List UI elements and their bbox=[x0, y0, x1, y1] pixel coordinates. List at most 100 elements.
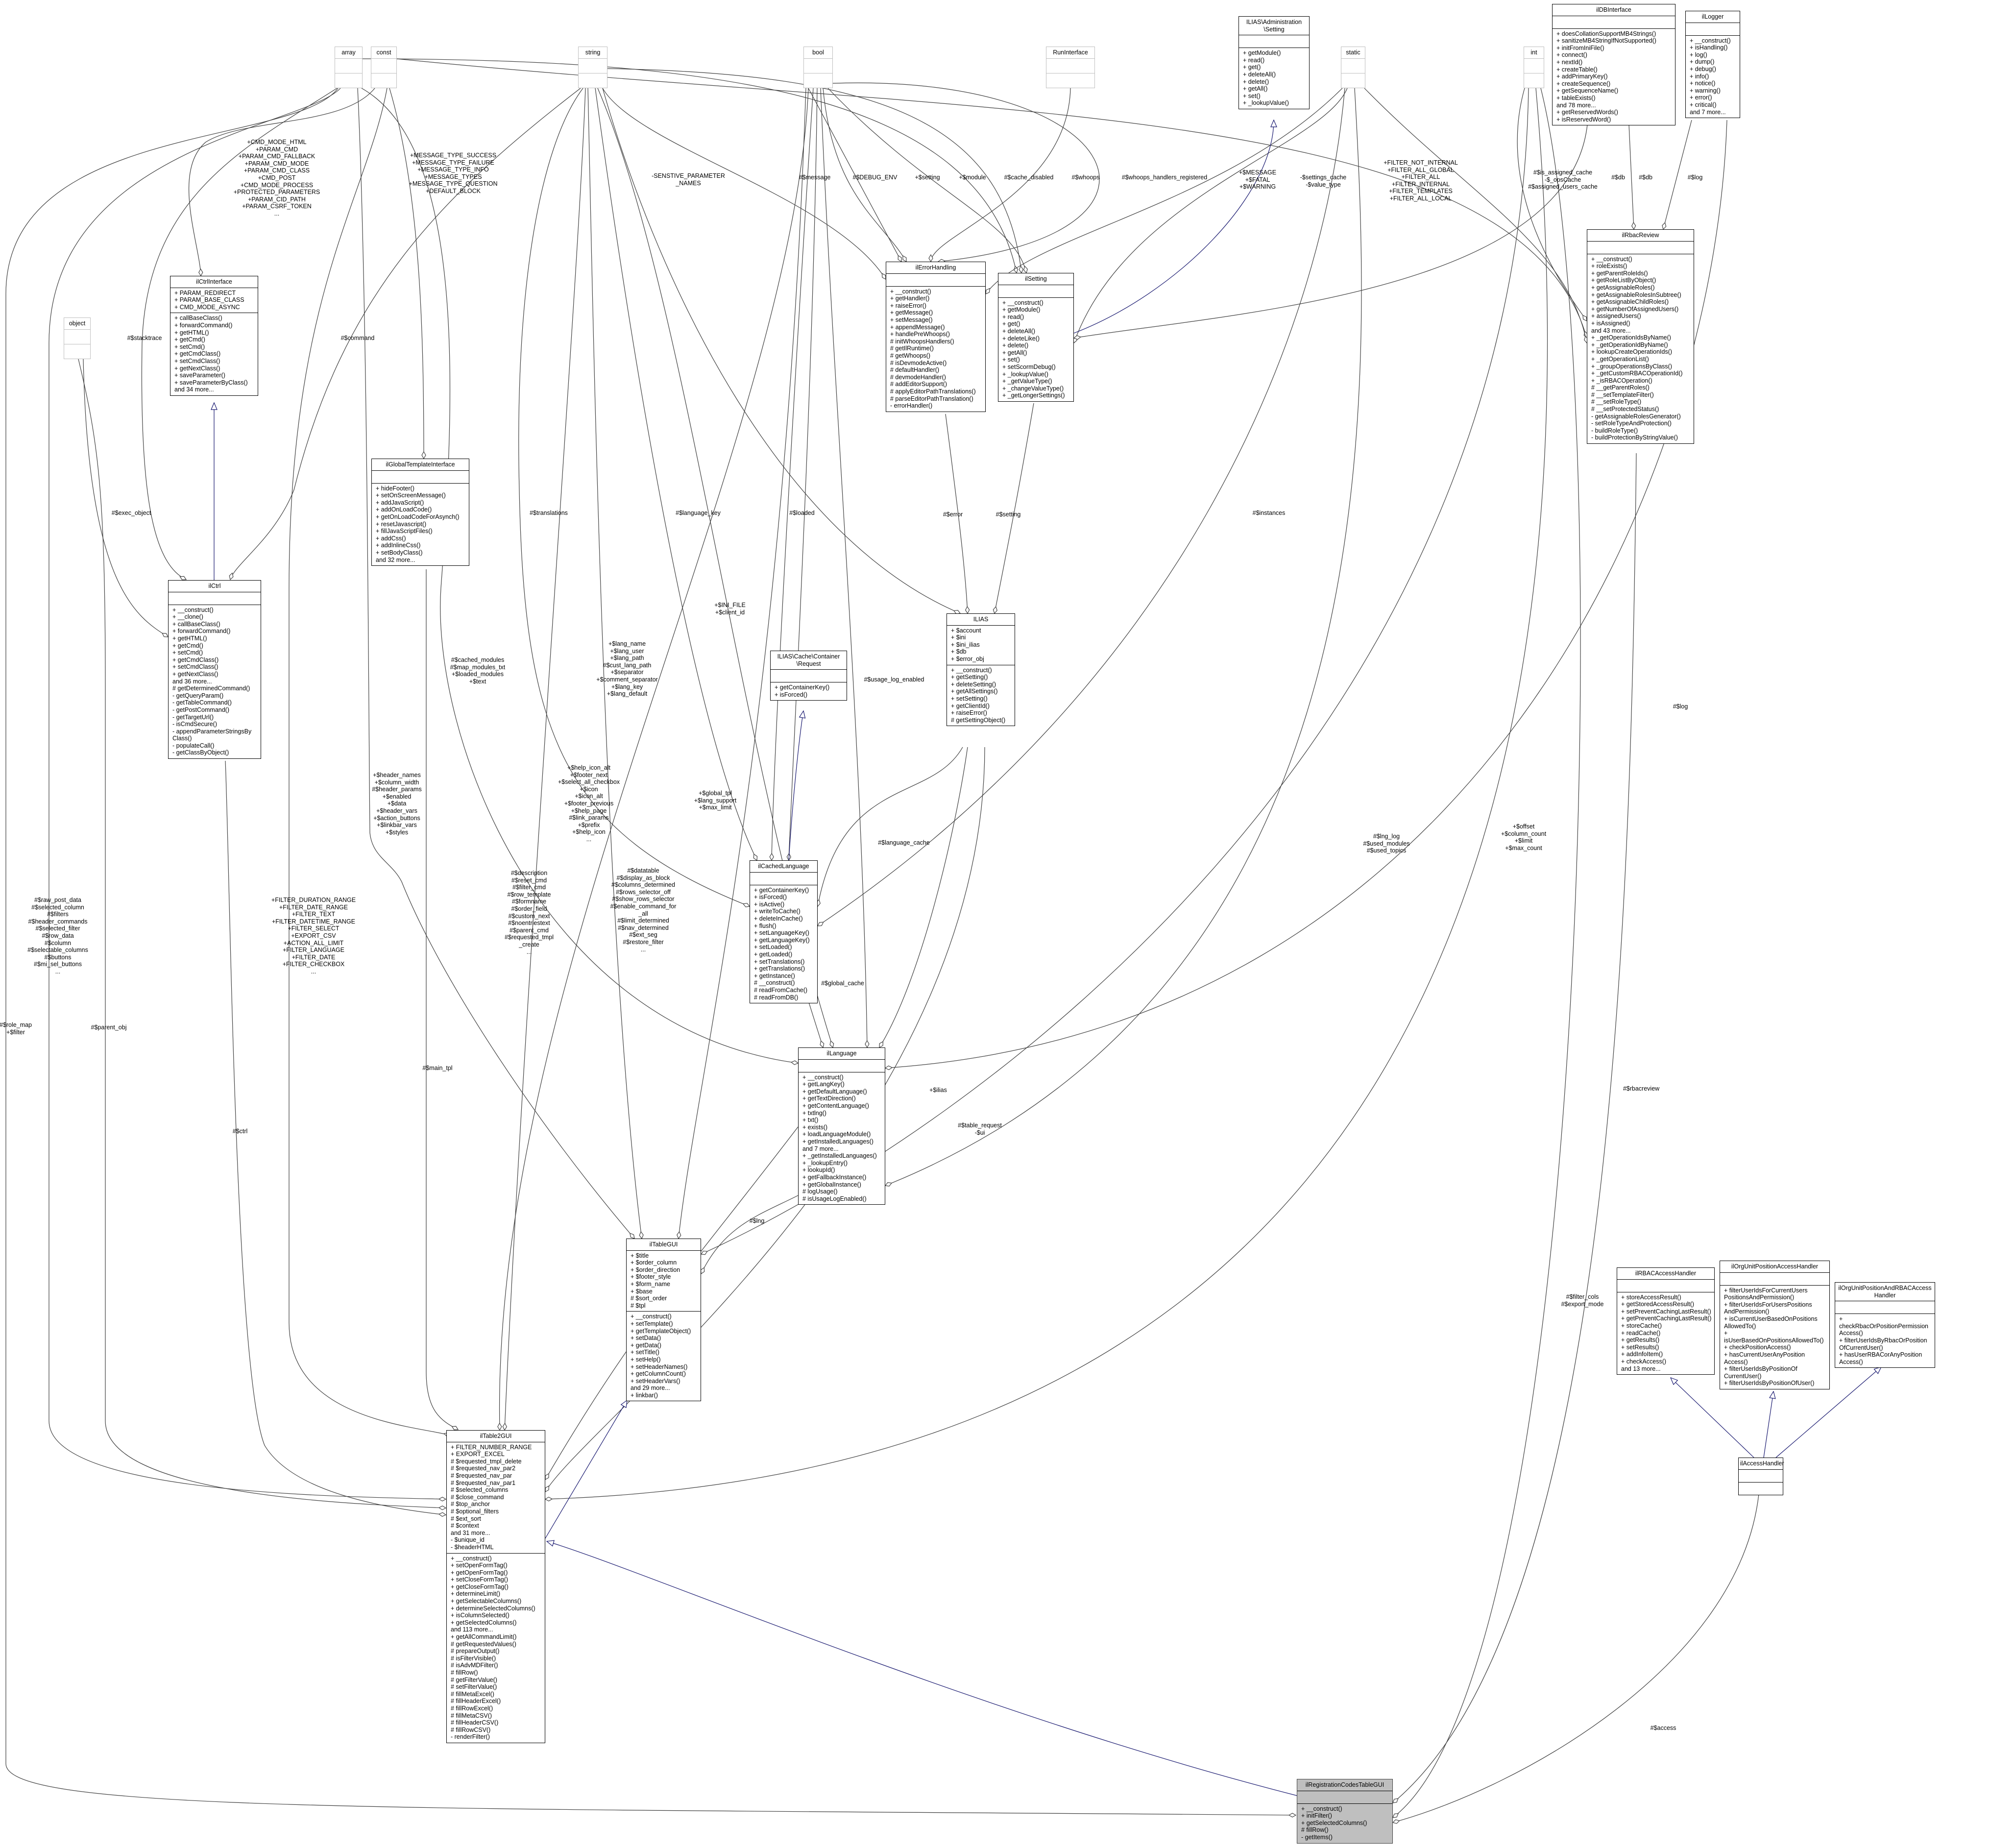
edge-label-line: +ACTION_ALL_LIMIT bbox=[283, 939, 344, 947]
methods-section: + getContainerKey()+ isForced() bbox=[771, 682, 847, 700]
edge-label-line: #$global_cache bbox=[821, 980, 864, 987]
method: + get() bbox=[1002, 320, 1020, 328]
edge-ilrbacreview-to-registrationcodes bbox=[1393, 453, 1637, 1803]
method: + loadLanguageModule() bbox=[802, 1131, 871, 1138]
attributes-section bbox=[1720, 1273, 1829, 1286]
edge-label-line: +FILTER_NOT_INTERNAL bbox=[1384, 159, 1458, 166]
class-name: ilRBACAccessHandler bbox=[1617, 1268, 1714, 1280]
edge-label: #$lng_log#$used_modules#$used_topics bbox=[1363, 833, 1409, 854]
class-box-ilctrl[interactable]: ilCtrl+ __construct()+ __clone()+ callBa… bbox=[168, 580, 261, 759]
edge-int-to-table2gui bbox=[545, 88, 1548, 1499]
methods-section bbox=[804, 73, 832, 88]
method: and 29 more... bbox=[631, 1385, 670, 1392]
edge-label: #$log bbox=[1673, 703, 1688, 710]
attributes-section bbox=[1587, 242, 1694, 254]
method: + setLanguageKey() bbox=[754, 929, 809, 937]
method: + isForced() bbox=[775, 691, 808, 698]
class-box-ildbinterface[interactable]: ilDBInterface+ doesCollationSupportMB4St… bbox=[1552, 4, 1675, 126]
method: + _lookupValue() bbox=[1002, 370, 1048, 378]
class-box-int[interactable]: int bbox=[1524, 47, 1544, 88]
class-box-bool[interactable]: bool bbox=[803, 47, 833, 88]
edge-string-to-ilctrl bbox=[230, 88, 581, 580]
method: # fillMetaCSV() bbox=[451, 1712, 492, 1719]
method: + setCmd() bbox=[174, 343, 205, 350]
method: - buildRoleType() bbox=[1591, 427, 1638, 434]
edge-label-line: +$help_icon_alt bbox=[567, 764, 610, 771]
attributes-section: + $account+ $ini+ $ini_ilias+ $db+ $erro… bbox=[947, 626, 1015, 665]
edge-label-line: #$instances bbox=[1252, 510, 1286, 516]
method: + isUserBasedOnPositionsAllowedTo() bbox=[1724, 1330, 1824, 1344]
method: + setOnScreenMessage() bbox=[376, 492, 446, 499]
attributes-section bbox=[750, 873, 817, 885]
method: # setFilterValue() bbox=[451, 1683, 497, 1691]
attributes-section bbox=[371, 59, 396, 73]
method: + dump() bbox=[1690, 58, 1715, 66]
class-box-static[interactable]: static bbox=[1341, 47, 1365, 88]
edge-label-line: ... bbox=[640, 946, 646, 953]
method: + getNumberOfAssignedUsers() bbox=[1591, 305, 1679, 313]
edge-label-line: ... bbox=[274, 210, 280, 217]
edge-label-line: #$selected_filter bbox=[35, 925, 80, 932]
attribute: + $order_direction bbox=[631, 1266, 680, 1273]
class-box-ilsetting[interactable]: ilSetting+ __construct()+ getModule()+ r… bbox=[998, 273, 1074, 402]
attribute: + $account bbox=[951, 627, 981, 634]
class-box-ilregistrationcodestablegui[interactable]: ilRegistrationCodesTableGUI+ __construct… bbox=[1297, 1779, 1393, 1844]
method: + connect() bbox=[1556, 51, 1587, 59]
method: # getSettingObject() bbox=[951, 716, 1006, 724]
class-box-ilorgunitpositionandrbacaccess-handler[interactable]: ilOrgUnitPositionAndRBACAccess Handler+ … bbox=[1835, 1282, 1935, 1368]
class-box-ilias[interactable]: ILIAS+ $account+ $ini+ $ini_ilias+ $db+ … bbox=[947, 613, 1015, 727]
edge-label-line: +$lang_path bbox=[610, 655, 644, 662]
class-box-runinterface[interactable]: RunInterface bbox=[1046, 47, 1095, 88]
edge-static-to-ilsetting bbox=[1074, 88, 1348, 343]
edge-label-line: #$raw_post_data bbox=[34, 897, 81, 903]
class-box-object[interactable]: object bbox=[64, 317, 91, 359]
method: # __construct() bbox=[754, 979, 795, 987]
class-box-ilias-cache-container-request[interactable]: ILIAS\Cache\Container \Request+ getConta… bbox=[770, 651, 847, 701]
edge-label-line: #$parent_obj bbox=[91, 1024, 127, 1031]
edge-label-line: +$lang_user bbox=[610, 647, 644, 655]
method: - getTableCommand() bbox=[172, 699, 232, 706]
class-box-ilglobaltemplateinterface[interactable]: ilGlobalTemplateInterface+ hideFooter()+… bbox=[371, 459, 469, 566]
class-box-iltablegui[interactable]: ilTableGUI+ $title+ $order_column+ $orde… bbox=[626, 1239, 701, 1402]
edge-label-line: #$mi_sel_buttons bbox=[34, 961, 82, 968]
edge-label-line: +$styles bbox=[385, 828, 409, 836]
class-box-const[interactable]: const bbox=[371, 47, 397, 88]
edge-label-line: #$stacktrace bbox=[127, 335, 162, 341]
class-box-illanguage[interactable]: ilLanguage+ __construct()+ getLangKey()+… bbox=[798, 1047, 885, 1205]
edge-label-line: #$db bbox=[1639, 174, 1652, 181]
edge-label: +$setting bbox=[915, 174, 940, 181]
method: + _getLongerSettings() bbox=[1002, 392, 1065, 399]
class-box-ilias-administration-setting[interactable]: ILIAS\Administration \Setting+ getModule… bbox=[1238, 16, 1310, 109]
edge-label-line: +$icon_alt bbox=[575, 793, 603, 800]
class-box-ilcachedlanguage[interactable]: ilCachedLanguage+ getContainerKey()+ isF… bbox=[750, 860, 818, 1004]
class-box-ilerrorhandling[interactable]: ilErrorHandling+ __construct()+ getHandl… bbox=[886, 262, 986, 412]
method: + __construct() bbox=[1690, 37, 1731, 44]
edge-string-to-errorhandling bbox=[602, 88, 886, 279]
method: + getAssignableChildRoles() bbox=[1591, 298, 1669, 306]
class-name: ilErrorHandling bbox=[886, 262, 985, 274]
methods-section: + __construct()+ __clone()+ callBaseClas… bbox=[169, 605, 261, 758]
class-box-ilaccesshandler[interactable]: ilAccessHandler bbox=[1738, 1458, 1784, 1495]
method: + _getOperationIdByName() bbox=[1591, 341, 1668, 348]
class-box-iltable2gui[interactable]: ilTable2GUI+ FILTER_NUMBER_RANGE+ EXPORT… bbox=[446, 1430, 545, 1743]
attribute: # $requested_nav_par1 bbox=[451, 1479, 516, 1486]
method: + isColumnSelected() bbox=[451, 1612, 510, 1619]
class-box-ilrbacaccesshandler[interactable]: ilRBACAccessHandler+ storeAccessResult()… bbox=[1617, 1267, 1715, 1375]
method: + _getOperationIdsByName() bbox=[1591, 334, 1671, 341]
edge-static-to-ilrbacreview bbox=[1364, 88, 1587, 343]
class-name: ilTableGUI bbox=[627, 1239, 701, 1251]
class-box-string[interactable]: string bbox=[578, 47, 607, 88]
class-box-array[interactable]: array bbox=[335, 47, 363, 88]
class-box-ilctrlinterface[interactable]: ilCtrlInterface+ PARAM_REDIRECT+ PARAM_B… bbox=[170, 276, 258, 396]
edge-label-line: #$db bbox=[1611, 174, 1625, 181]
method: and 7 more... bbox=[802, 1145, 839, 1152]
class-box-ilorgunitpositionaccesshandler[interactable]: ilOrgUnitPositionAccessHandler+ filterUs… bbox=[1720, 1261, 1830, 1389]
class-box-ilrbacreview[interactable]: ilRbacReview+ __construct()+ roleExists(… bbox=[1587, 229, 1694, 444]
method: + determineLimit() bbox=[451, 1590, 501, 1598]
class-box-illogger[interactable]: ilLogger+ __construct()+ isHandling()+ l… bbox=[1685, 11, 1740, 119]
class-name: ilOrgUnitPositionAndRBACAccess Handler bbox=[1835, 1283, 1935, 1302]
method: + getGlobalInstance() bbox=[802, 1181, 861, 1188]
method: + lookupCreateOperationIds() bbox=[1591, 348, 1673, 356]
method: + getContainerKey() bbox=[754, 886, 809, 894]
edge-label-line: +$column_width bbox=[374, 778, 419, 786]
